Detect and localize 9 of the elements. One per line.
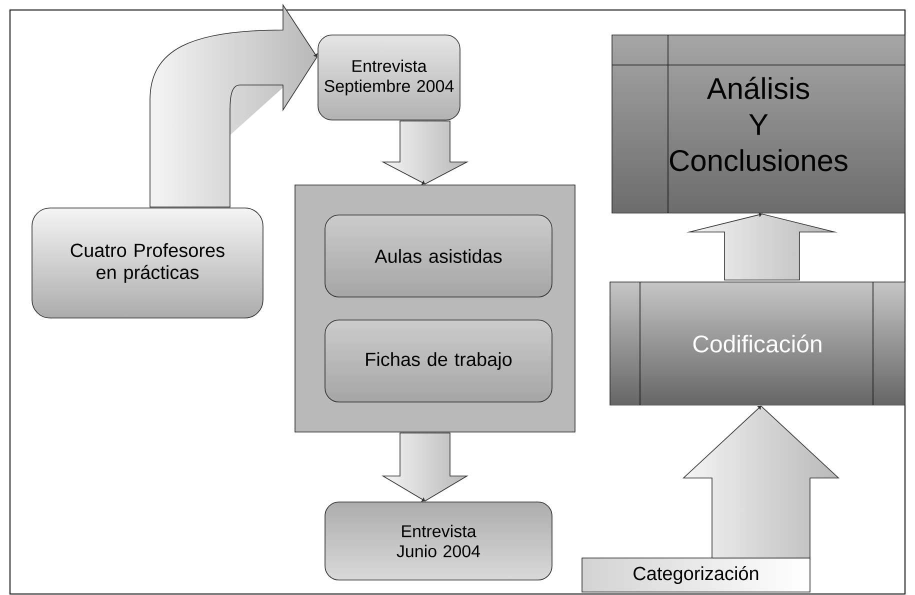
process-box: Fichas de trabajo <box>324 320 552 402</box>
start-box: Cuatro Profesores en prácticas <box>32 208 264 318</box>
block-arrow <box>150 4 318 208</box>
process-box: Aulas asistidas <box>324 214 552 298</box>
block-arrow <box>686 212 838 280</box>
block-arrow <box>381 120 469 185</box>
block-arrow <box>682 405 840 558</box>
label-box: Categorización <box>582 558 810 592</box>
block-arrow <box>382 432 468 502</box>
